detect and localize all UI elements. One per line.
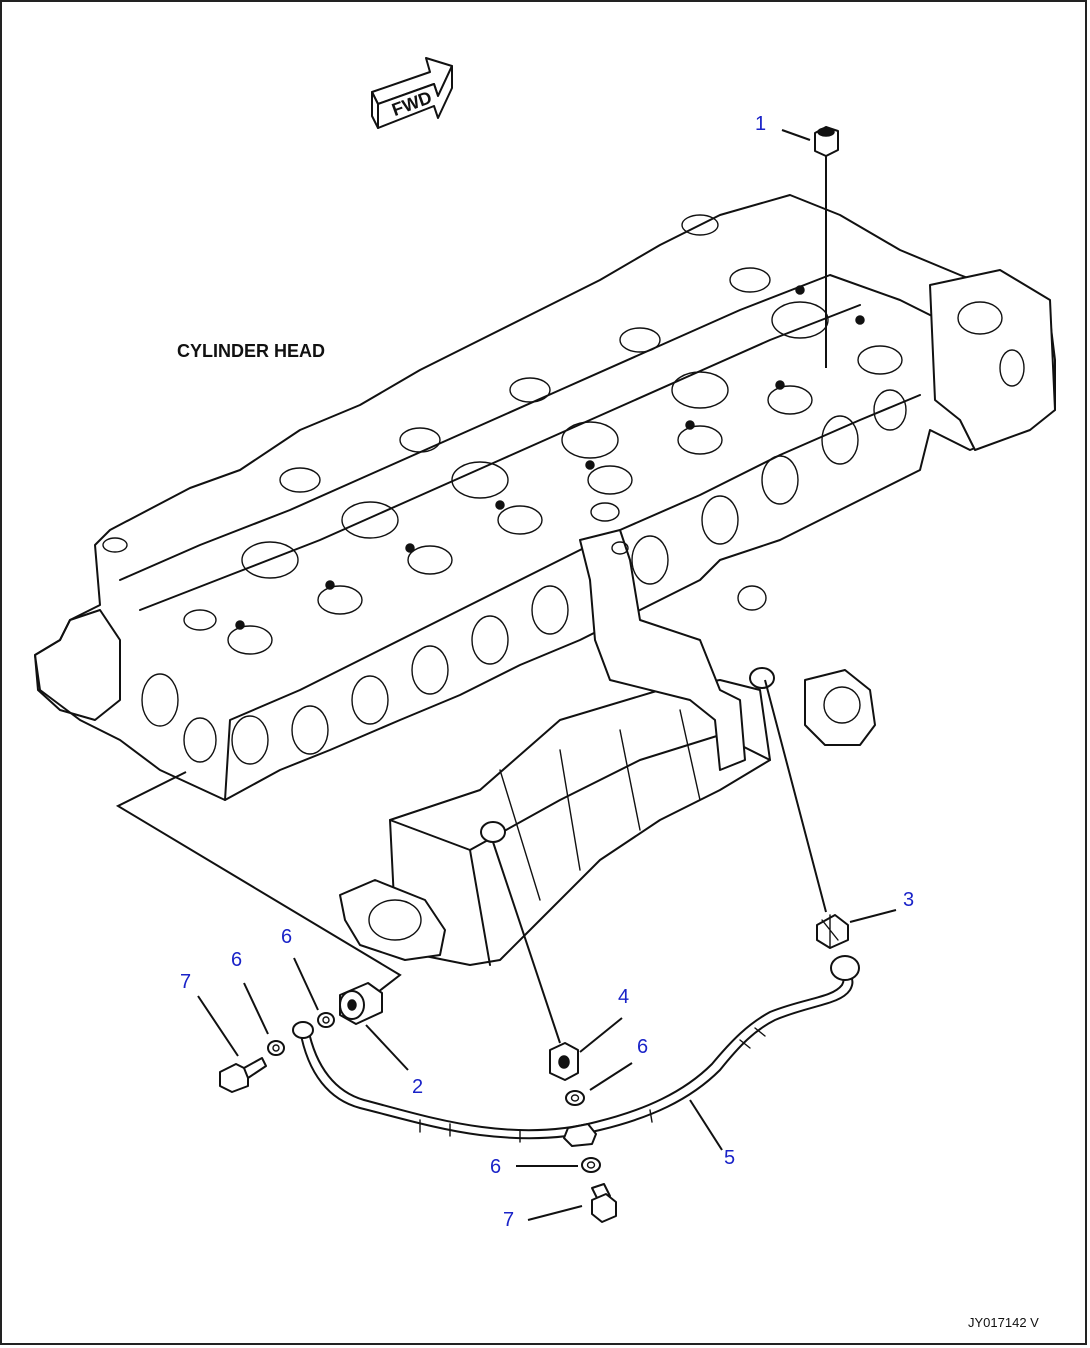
bolt-7a — [219, 1057, 267, 1093]
callout-5: 5 — [724, 1147, 735, 1169]
callout-leaders — [197, 129, 897, 1221]
callout-4: 4 — [618, 986, 629, 1008]
port-leader-line — [115, 771, 402, 993]
part-1-cap — [814, 126, 839, 368]
callout-1: 1 — [755, 113, 766, 135]
callout-6d: 6 — [490, 1156, 501, 1178]
cylinder-head — [34, 194, 1056, 801]
part-2-connector — [339, 982, 383, 1025]
drawing-code: JY017142 V — [968, 1315, 1039, 1330]
washer-6a — [267, 1040, 285, 1056]
callouts: 1 2 3 4 5 6 6 6 6 7 7 — [180, 113, 914, 1231]
callout-7a: 7 — [180, 971, 191, 993]
cylinder-head-label: CYLINDER HEAD — [177, 341, 325, 361]
callout-6b: 6 — [281, 926, 292, 948]
part-4-fitting — [492, 841, 579, 1081]
part-3-fitting — [764, 679, 849, 949]
egr-cooler — [339, 529, 876, 966]
washer-6b — [317, 1012, 335, 1028]
callout-2: 2 — [412, 1076, 423, 1098]
forward-arrow-icon: FWD — [371, 57, 453, 129]
part-5-tube — [292, 955, 860, 1147]
washer-6c — [565, 1090, 585, 1106]
bolt-7b — [591, 1183, 617, 1223]
callout-7b: 7 — [503, 1209, 514, 1231]
callout-6c: 6 — [637, 1036, 648, 1058]
washer-6d — [581, 1157, 601, 1173]
callout-6a: 6 — [231, 949, 242, 971]
callout-3: 3 — [903, 889, 914, 911]
